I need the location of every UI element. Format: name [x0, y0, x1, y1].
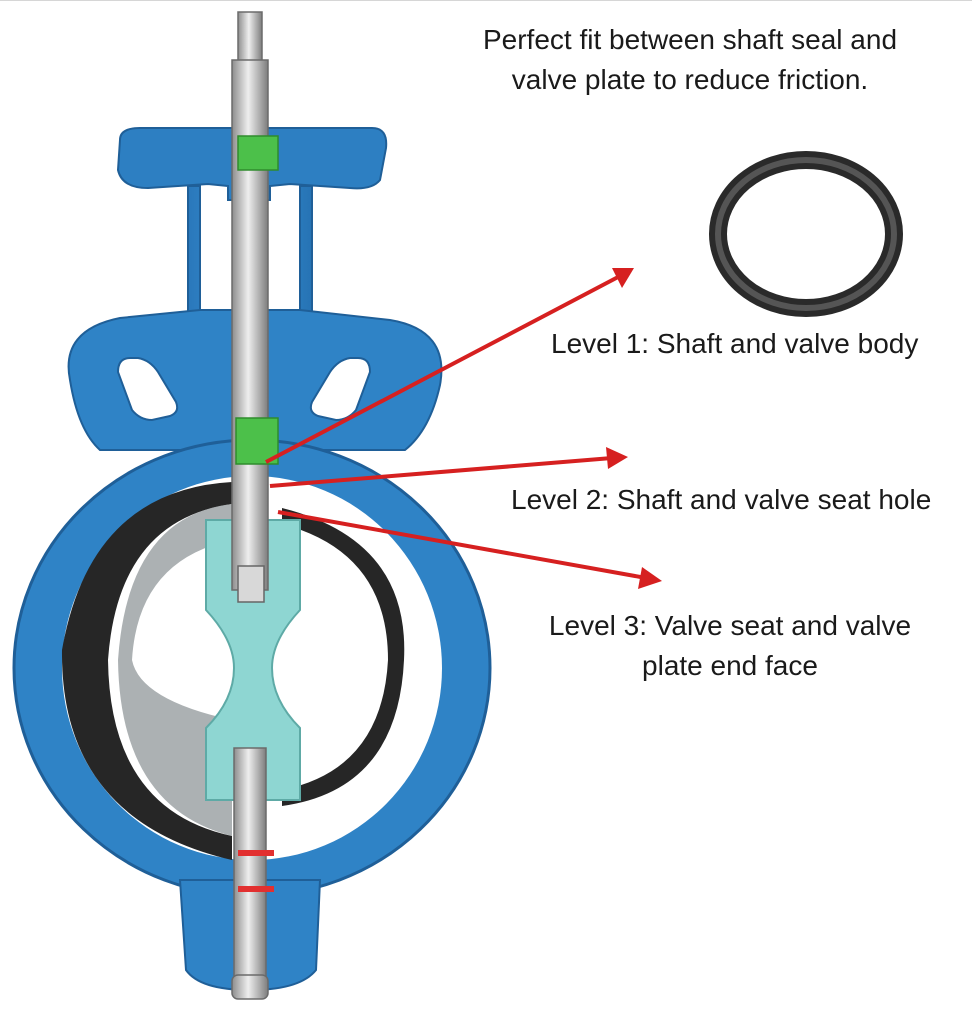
level-3-line-1: Level 3: Valve seat and valve	[548, 610, 912, 641]
valve-seat	[61, 482, 405, 860]
valve-disc	[205, 519, 301, 801]
lower-green-seal	[235, 417, 279, 465]
arrow-level-1	[265, 268, 634, 464]
left-lug-hole	[116, 357, 179, 422]
arrow-level-2	[269, 447, 628, 488]
level-1-label: Level 1: Shaft and valve body	[551, 328, 919, 359]
top-border	[0, 0, 972, 1]
shaft-bottom-stub	[231, 974, 269, 1000]
right-lug-hole	[309, 357, 372, 422]
heading-line-2: valve plate to reduce friction.	[511, 64, 869, 95]
arrow-level-3	[277, 510, 662, 589]
shaft-hex	[237, 565, 265, 603]
seat-right	[282, 508, 405, 806]
upper-green-seal	[237, 135, 279, 171]
seat-left	[61, 482, 232, 860]
seat-inner-grey	[118, 504, 232, 836]
o-ring-icon	[709, 151, 903, 317]
shaft-lower	[233, 747, 267, 984]
shaft-top-stub	[237, 11, 263, 63]
level-2-label: Level 2: Shaft and valve seat hole	[511, 484, 932, 515]
level-3-label: Level 3: Valve seat and valve plate end …	[520, 606, 940, 686]
red-oring-1	[238, 850, 274, 856]
level-3-line-2: plate end face	[642, 650, 818, 681]
heading-text: Perfect fit between shaft seal and valve…	[440, 20, 940, 100]
red-oring-2	[238, 886, 274, 892]
heading-line-1: Perfect fit between shaft seal and	[482, 24, 898, 55]
